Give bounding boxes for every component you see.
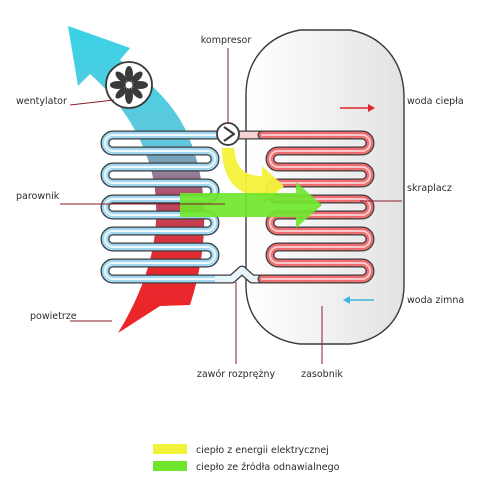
legend-label-renewable: ciepło ze źródła odnawialnego — [196, 462, 340, 473]
legend-swatch-electric — [153, 444, 187, 454]
evaporator-coil — [100, 130, 238, 284]
hot-water-arrow — [340, 104, 375, 112]
cold-water-arrow — [343, 296, 374, 304]
legend-label-electric: ciepło z energii elektrycznej — [196, 445, 329, 456]
evaporator-label: parownik — [16, 191, 60, 202]
fan-leader — [69, 99, 115, 106]
hot-water-label: woda ciepła — [407, 96, 464, 107]
leader-lines — [60, 48, 402, 364]
condenser-coil — [257, 130, 375, 284]
cold-water-label: woda zimna — [407, 295, 464, 306]
condenser-label: skraplacz — [407, 183, 452, 194]
electric-heat-arrow — [222, 148, 284, 206]
expansion-valve-label: zawór rozprężny — [197, 369, 276, 380]
fan-icon — [105, 61, 153, 109]
air-flow-arrow — [68, 26, 205, 333]
renewable-heat-arrow — [180, 182, 322, 228]
compressor-icon — [216, 122, 240, 146]
tank-label: zasobnik — [301, 369, 343, 380]
compressor-label: kompresor — [201, 35, 252, 46]
legend-swatch-renewable — [153, 461, 187, 471]
air-label: powietrze — [30, 311, 77, 322]
fan-label: wentylator — [16, 96, 67, 107]
legend: ciepło z energii elektrycznej ciepło ze … — [153, 444, 340, 473]
